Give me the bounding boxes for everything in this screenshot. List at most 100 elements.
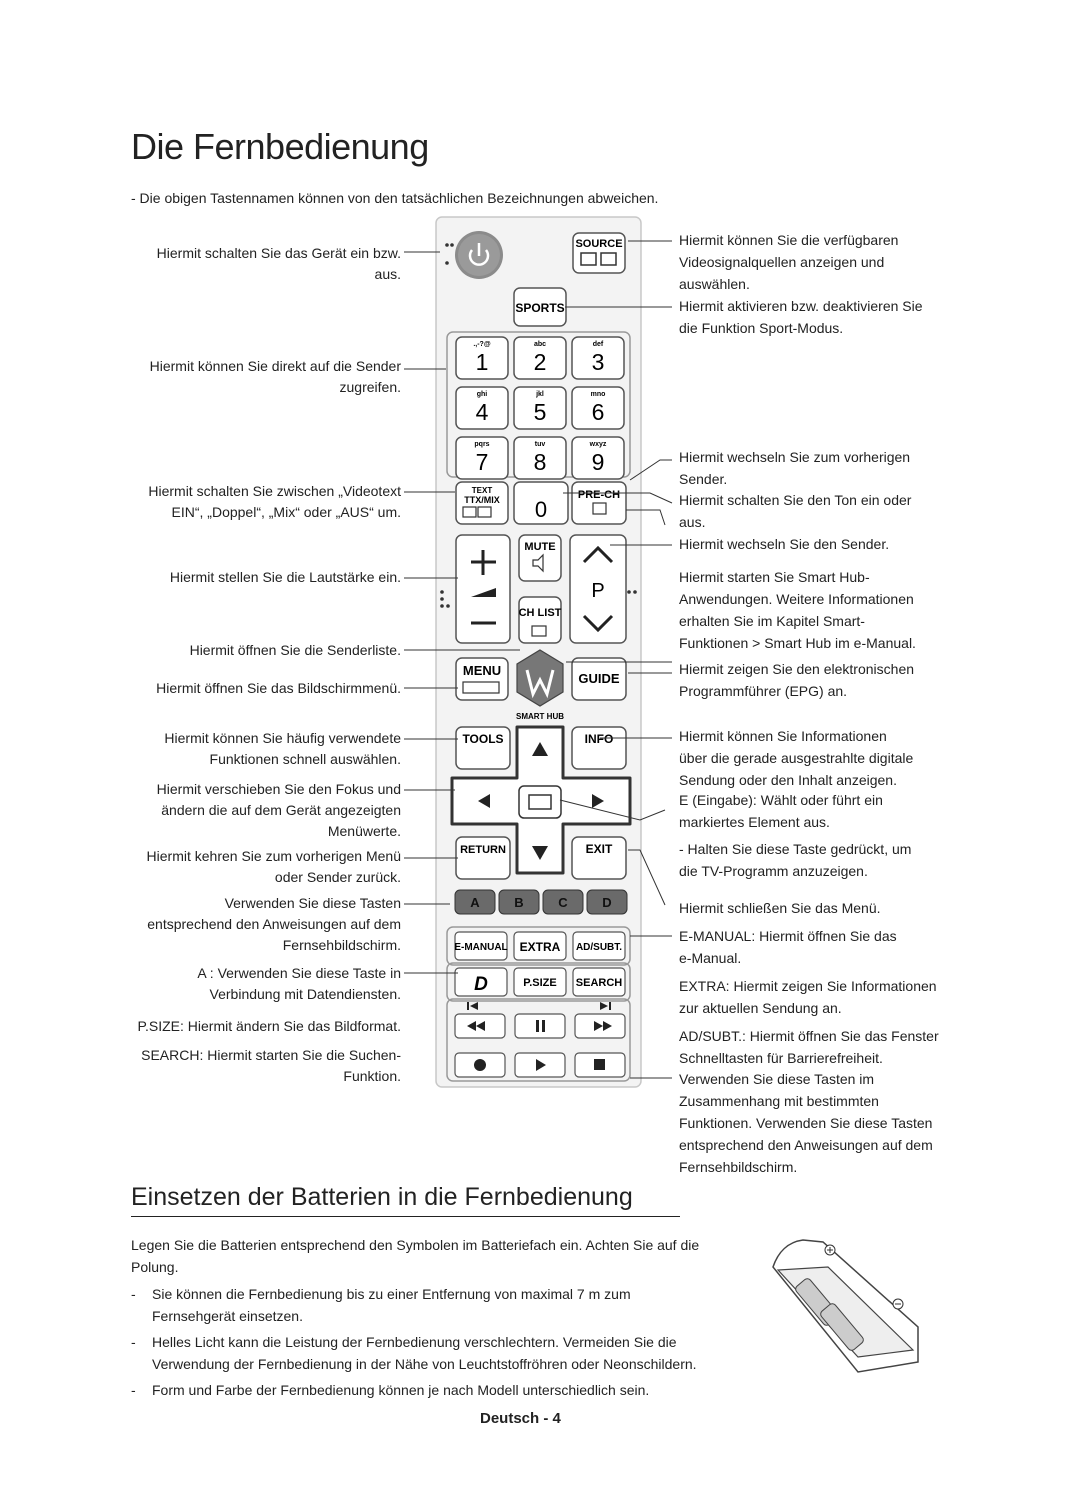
color-button [542, 889, 584, 915]
right-label-line: Videosignalquellen anzeigen und [679, 254, 885, 270]
zero-label: 0 [535, 497, 547, 522]
right-label-line: über die gerade ausgestrahlte digitale [679, 750, 914, 766]
psize-button [513, 967, 567, 997]
color-button-label: B [514, 895, 523, 910]
left-label-line: Hiermit können Sie direkt auf die Sender [149, 358, 401, 374]
digit-button [455, 386, 509, 430]
left-label-line: Hiermit schalten Sie zwischen „Videotext [148, 483, 401, 499]
left-label-line: aus. [374, 266, 401, 282]
digit-sub-label: wxyz [589, 441, 607, 448]
digit-label: 9 [592, 449, 605, 475]
section2-title: Einsetzen der Batterien in die Fernbedie… [131, 1183, 680, 1217]
left-label: Hiermit stellen Sie die Lautstärke ein. [170, 567, 401, 588]
left-label-line: Funktionen schnell auswählen. [209, 751, 401, 767]
digit-sub-label: jkl [535, 391, 544, 398]
digit-label: 6 [592, 399, 605, 425]
left-label: Hiermit öffnen Sie das Bildschirmmenü. [156, 678, 401, 699]
left-label-line: SEARCH: Hiermit starten Sie die Suchen- [141, 1047, 401, 1063]
left-arrow-icon [478, 794, 490, 808]
bullet-item: -Sie können die Fernbedienung bis zu ein… [131, 1283, 751, 1327]
right-label-line: Funktionen. Verwenden Sie diese Tasten [679, 1115, 933, 1131]
color-button-label: C [558, 895, 568, 910]
right-label-line: Programmführer (EPG) an. [679, 683, 848, 699]
right-label-line: Fernsehbildschirm. [679, 1159, 798, 1175]
digit-sub-label: abc [534, 341, 546, 348]
right-label-line: Hiermit schalten Sie den Ton ein oder [679, 492, 912, 508]
digit-button [455, 436, 509, 480]
digit-sub-label: mno [591, 391, 606, 398]
left-label: Hiermit schalten Sie zwischen „Videotext… [148, 481, 401, 523]
right-label-line: Sender. [679, 471, 728, 487]
extra-label: EXTRA [520, 940, 561, 954]
left-label-line: A : Verwenden Sie diese Taste in [197, 965, 401, 981]
left-label-line: ändern die auf dem Gerät angezeigten [161, 802, 401, 818]
right-label-line: markiertes Element aus. [679, 814, 830, 830]
right-label-line: auswählen. [679, 276, 750, 292]
chlist-label: CH LIST [519, 607, 562, 619]
bullet-line: Sie können die Fernbedienung bis zu eine… [152, 1286, 631, 1302]
digit-label: 2 [534, 349, 547, 375]
digit-sub-label: pqrs [474, 441, 489, 448]
right-label-line: Hiermit wechseln Sie zum vorherigen [679, 449, 911, 465]
source-label: SOURCE [575, 238, 622, 250]
right-label-line: e-Manual. [679, 950, 742, 966]
right-label-line: Anwendungen. Weitere Informationen [679, 591, 914, 607]
left-label-line: entsprechend den Anweisungen auf dem [147, 916, 401, 932]
color-button [454, 889, 496, 915]
color-button-label: D [602, 895, 611, 910]
digit-label: 5 [534, 399, 547, 425]
left-label-line: oder Sender zurück. [274, 869, 401, 885]
digit-sub-label: tuv [535, 441, 546, 448]
digit-label: 7 [476, 449, 489, 475]
right-label: Hiermit schließen Sie das Menü. [679, 897, 881, 919]
bullet-line: Form und Farbe der Fernbedienung können … [152, 1382, 650, 1398]
right-label-line: Verwenden Sie diese Tasten im [679, 1071, 875, 1087]
color-button [498, 889, 540, 915]
right-label-line: - Halten Sie diese Taste gedrückt, um [679, 841, 912, 857]
right-label-line: entsprechend den Anweisungen auf dem [679, 1137, 933, 1153]
bullet-line: Fernsehgerät einsetzen. [152, 1308, 303, 1324]
section2-line: Polung. [131, 1259, 179, 1275]
digit-button [513, 436, 567, 480]
right-label-line: die TV-Programm anzuzeigen. [679, 863, 868, 879]
up-arrow-icon [532, 742, 548, 756]
text-button [455, 481, 509, 525]
search-label: SEARCH [576, 977, 623, 989]
down-arrow-icon [532, 846, 548, 860]
exit-button [571, 836, 627, 880]
chlist-button [518, 596, 562, 644]
digit-sub-label: .,-?@ [473, 341, 490, 348]
tools-button [455, 726, 511, 770]
left-label-line: P.SIZE: Hiermit ändern Sie das Bildforma… [137, 1018, 401, 1034]
right-label-line: Sendung oder den Inhalt anzeigen. [679, 772, 897, 788]
left-label-line: Menüwerte. [327, 823, 401, 839]
right-label-line: Hiermit wechseln Sie den Sender. [679, 536, 890, 552]
volume-rocker [455, 534, 511, 644]
digit-button [513, 336, 567, 380]
text-label: TEXT [472, 486, 493, 495]
guide-label: GUIDE [578, 671, 620, 686]
remote-control: SOURCE SPORTS .,-?@1abc2def3ghi4jkl5mno6… [435, 216, 642, 1088]
data-button [454, 967, 508, 997]
digit-button [571, 386, 625, 430]
mute-label: MUTE [524, 541, 555, 553]
right-label: Hiermit starten Sie Smart Hub- Anwendunge… [679, 566, 916, 654]
right-label-line: Hiermit starten Sie Smart Hub- [679, 569, 870, 585]
right-arrow-icon [592, 794, 604, 808]
section2-body: Legen Sie die Batterien entsprechend den… [131, 1234, 751, 1278]
left-label-line: Hiermit öffnen Sie das Bildschirmmenü. [156, 680, 401, 696]
left-label: P.SIZE: Hiermit ändern Sie das Bildforma… [137, 1016, 401, 1037]
